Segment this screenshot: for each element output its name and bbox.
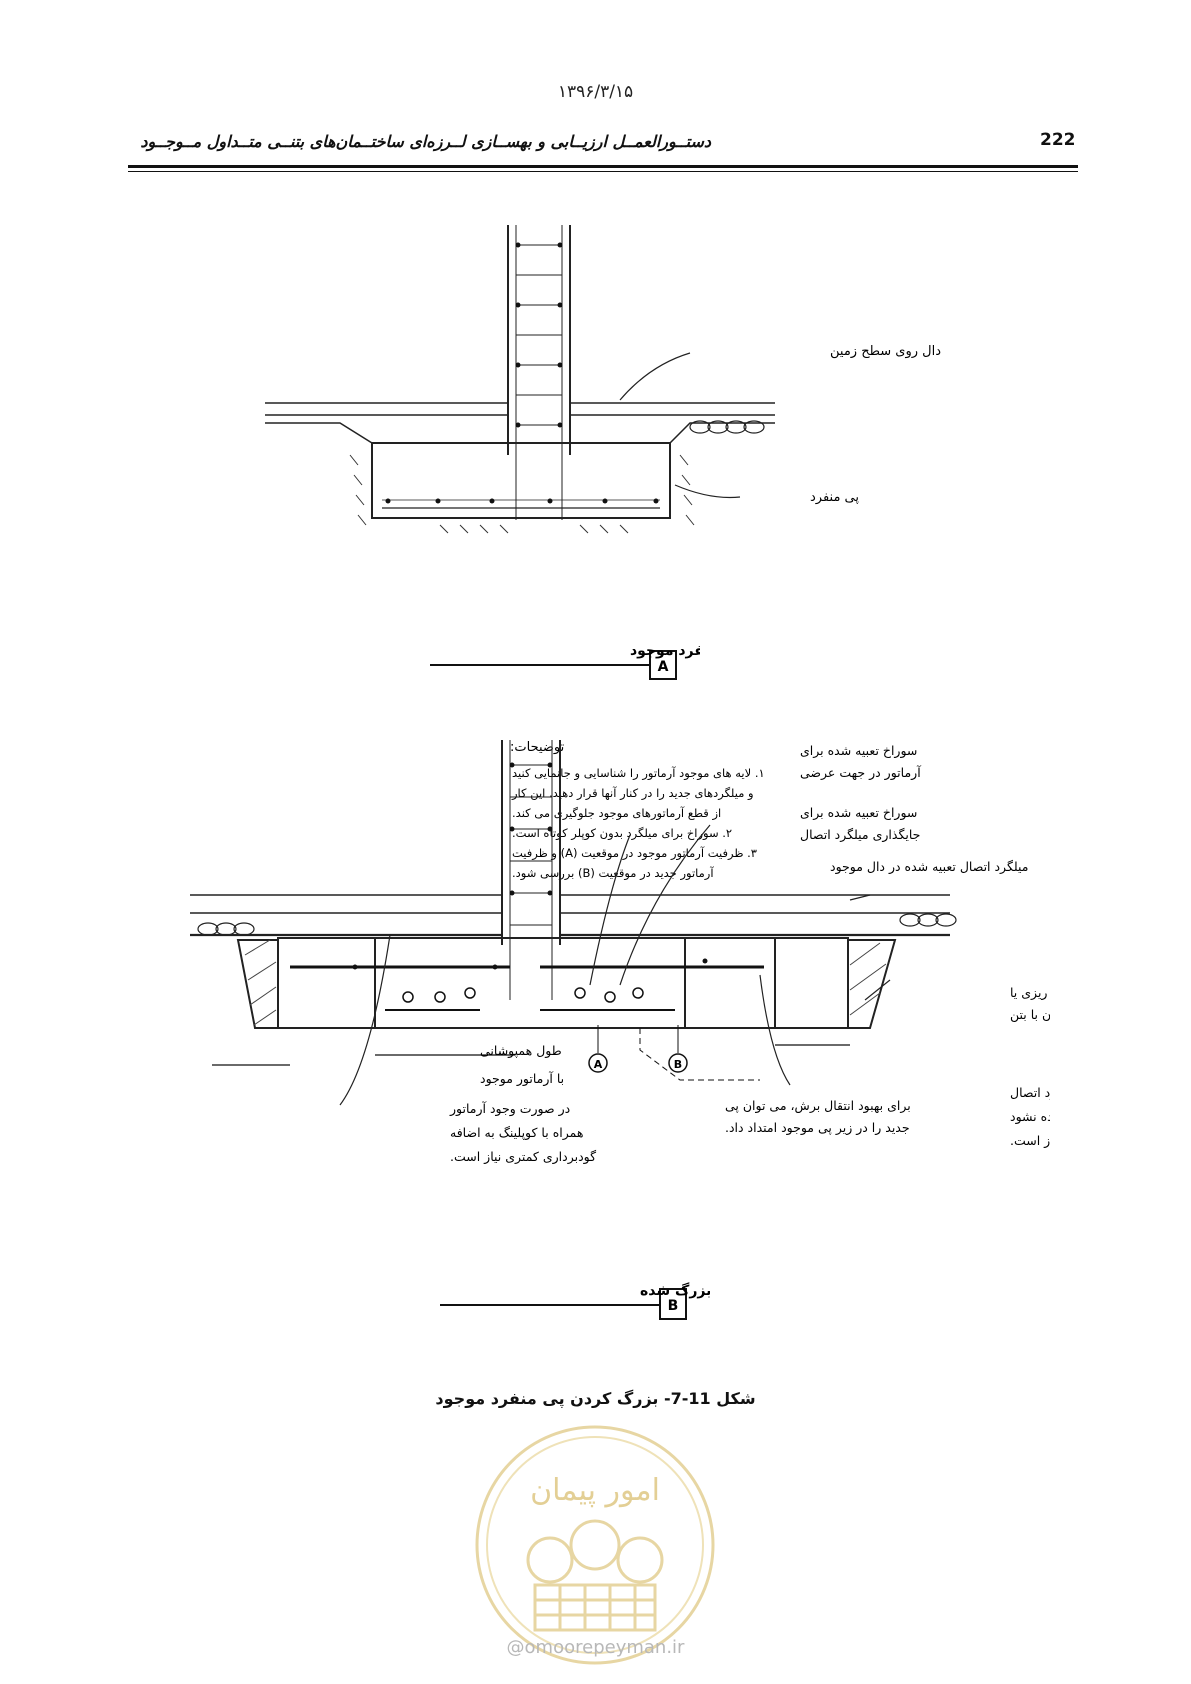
watermark-site: @omoorepeyman.ir: [0, 1637, 1191, 1658]
header-title: دستــورالعمــل ارزیــابی و بهســازی لــر…: [140, 132, 711, 151]
label-coupler-less: همراه با کوپلینگ به اضافه: [450, 1125, 583, 1141]
section-b-title: پی بزرگ شده: [640, 1282, 710, 1299]
footing: [371, 442, 671, 519]
section-a-title: پی منفرد موجود: [630, 643, 700, 659]
label-overlap: طول همپوشانی: [480, 1043, 562, 1059]
at-icon: @: [506, 1637, 525, 1658]
note-line: و میلگردهای جدید را در کنار آنها قرار ده…: [511, 786, 754, 801]
note-line: آرماتور جدید در موقعیت (B) بررسی شود.: [512, 866, 714, 881]
marker-b: B: [668, 1025, 688, 1073]
figure-a-drawing: دال روی سطح زمین پی منفرد: [265, 225, 941, 534]
marker-a: A: [588, 1025, 608, 1073]
label-coupler-more: به گودبرداری بیشتری نیاز است.: [1010, 1133, 1050, 1149]
label-dowel-slab: میلگرد اتصال تعبیه شده در دال موجود: [830, 859, 1028, 875]
label-coupler-more: در صورتی که میلگرد اتصال: [1010, 1085, 1050, 1101]
watermark-logo-text: امور پیمان: [530, 1473, 660, 1508]
marker-a-letter: A: [594, 1058, 603, 1071]
slab-b: [190, 894, 950, 937]
figure-caption: شکل 11-7- بزرگ کردن پی منفرد موجود: [435, 1389, 756, 1408]
section-a-letter: A: [658, 659, 669, 675]
label-hole-transverse: سوراخ تعبیه شده برای: [800, 743, 917, 759]
slab-on-grade: [265, 402, 775, 444]
header-rule: [128, 165, 1078, 168]
label-coupler-less: در صورت وجود آرماتور: [449, 1101, 570, 1117]
watermark-logo: امور پیمان: [475, 1425, 715, 1665]
label-hole-dowel: سوراخ تعبیه شده برای: [800, 805, 917, 821]
label-coupler-more: همراه با کوپلینگ استفاده نشود: [1010, 1109, 1050, 1125]
section-a-marker: A پی منفرد موجود: [430, 643, 700, 680]
label-backfill: خاک ریزی یا: [1010, 985, 1050, 1001]
label-footing: پی منفرد: [810, 490, 859, 505]
page-number: 222: [1040, 130, 1076, 150]
note-line: ۲. سوراخ برای میلگرد بدون کوپلر کوتاه اس…: [512, 826, 732, 841]
label-overlap: با آرماتور موجود: [480, 1071, 564, 1087]
header-rule-thin: [128, 171, 1078, 172]
note-line: از قطع آرماتورهای موجود جلوگیری می کند.: [512, 806, 721, 821]
figure-b-drawing: توضیحات: ۱. لایه های موجود آرماتور را شن…: [190, 740, 1050, 1165]
note-line: ۱. لایه های موجود آرماتور را شناسایی و ج…: [512, 766, 765, 781]
note-line: ۳. ظرفیت آرماتور موجود در موقعیت (A) و ظ…: [512, 846, 757, 861]
enlarged-footing: [236, 937, 897, 1029]
column-b: [501, 740, 561, 1000]
marker-b-letter: B: [674, 1058, 682, 1071]
section-b-letter: B: [668, 1298, 679, 1314]
column: [507, 225, 571, 520]
label-shear: جدید را در زیر پی موجود امتداد داد.: [725, 1120, 910, 1136]
section-b-marker: B پی بزرگ شده: [440, 1282, 710, 1320]
label-shear: برای بهبود انتقال برش، می توان پی: [725, 1098, 911, 1114]
label-hole-transverse: آرماتور در جهت عرضی: [800, 765, 921, 781]
label-coupler-less: گودبرداری کمتری نیاز است.: [450, 1149, 596, 1165]
header-date: ۱۳۹۶/۳/۱۵: [557, 82, 634, 102]
watermark-site-text: omoorepeyman.ir: [524, 1637, 685, 1658]
notes: توضیحات: ۱. لایه های موجود آرماتور را شن…: [510, 740, 765, 881]
label-backfill: پر کردن با بتن: [1010, 1007, 1050, 1023]
label-hole-dowel: جایگذاری میلگرد اتصال: [800, 827, 920, 843]
label-slab: دال روی سطح زمین: [830, 344, 941, 359]
notes-title: توضیحات:: [510, 740, 565, 755]
